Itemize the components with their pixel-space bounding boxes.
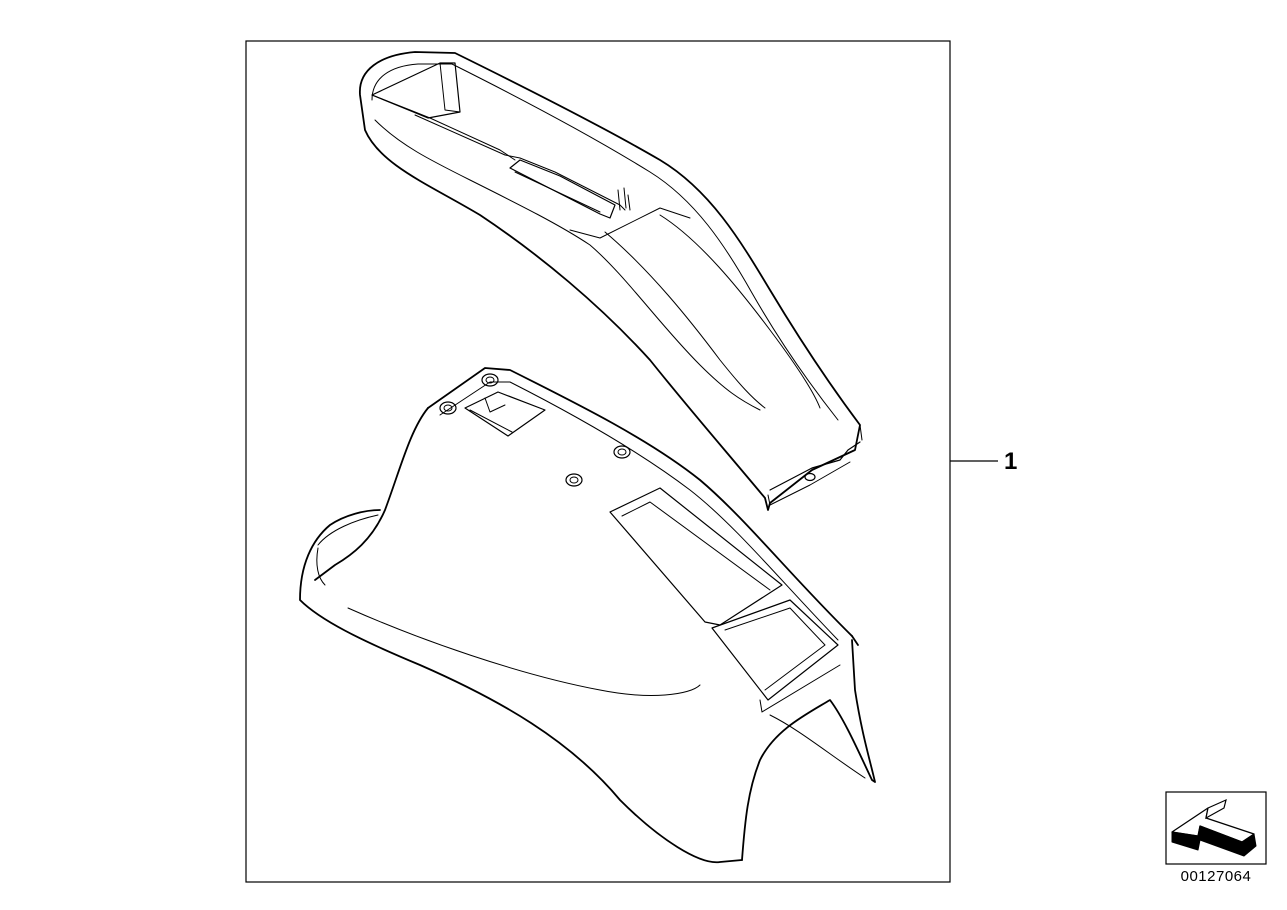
drawing-id-label: 00127064 [1180,868,1252,885]
arrow-pointing-up-left-icon [1171,798,1257,857]
diagram-frame [245,40,951,883]
orientation-symbol [1165,791,1267,865]
console-base-part[interactable] [299,367,876,864]
callout-number[interactable]: 1 [1004,448,1018,475]
armrest-lid-part[interactable] [359,51,863,511]
